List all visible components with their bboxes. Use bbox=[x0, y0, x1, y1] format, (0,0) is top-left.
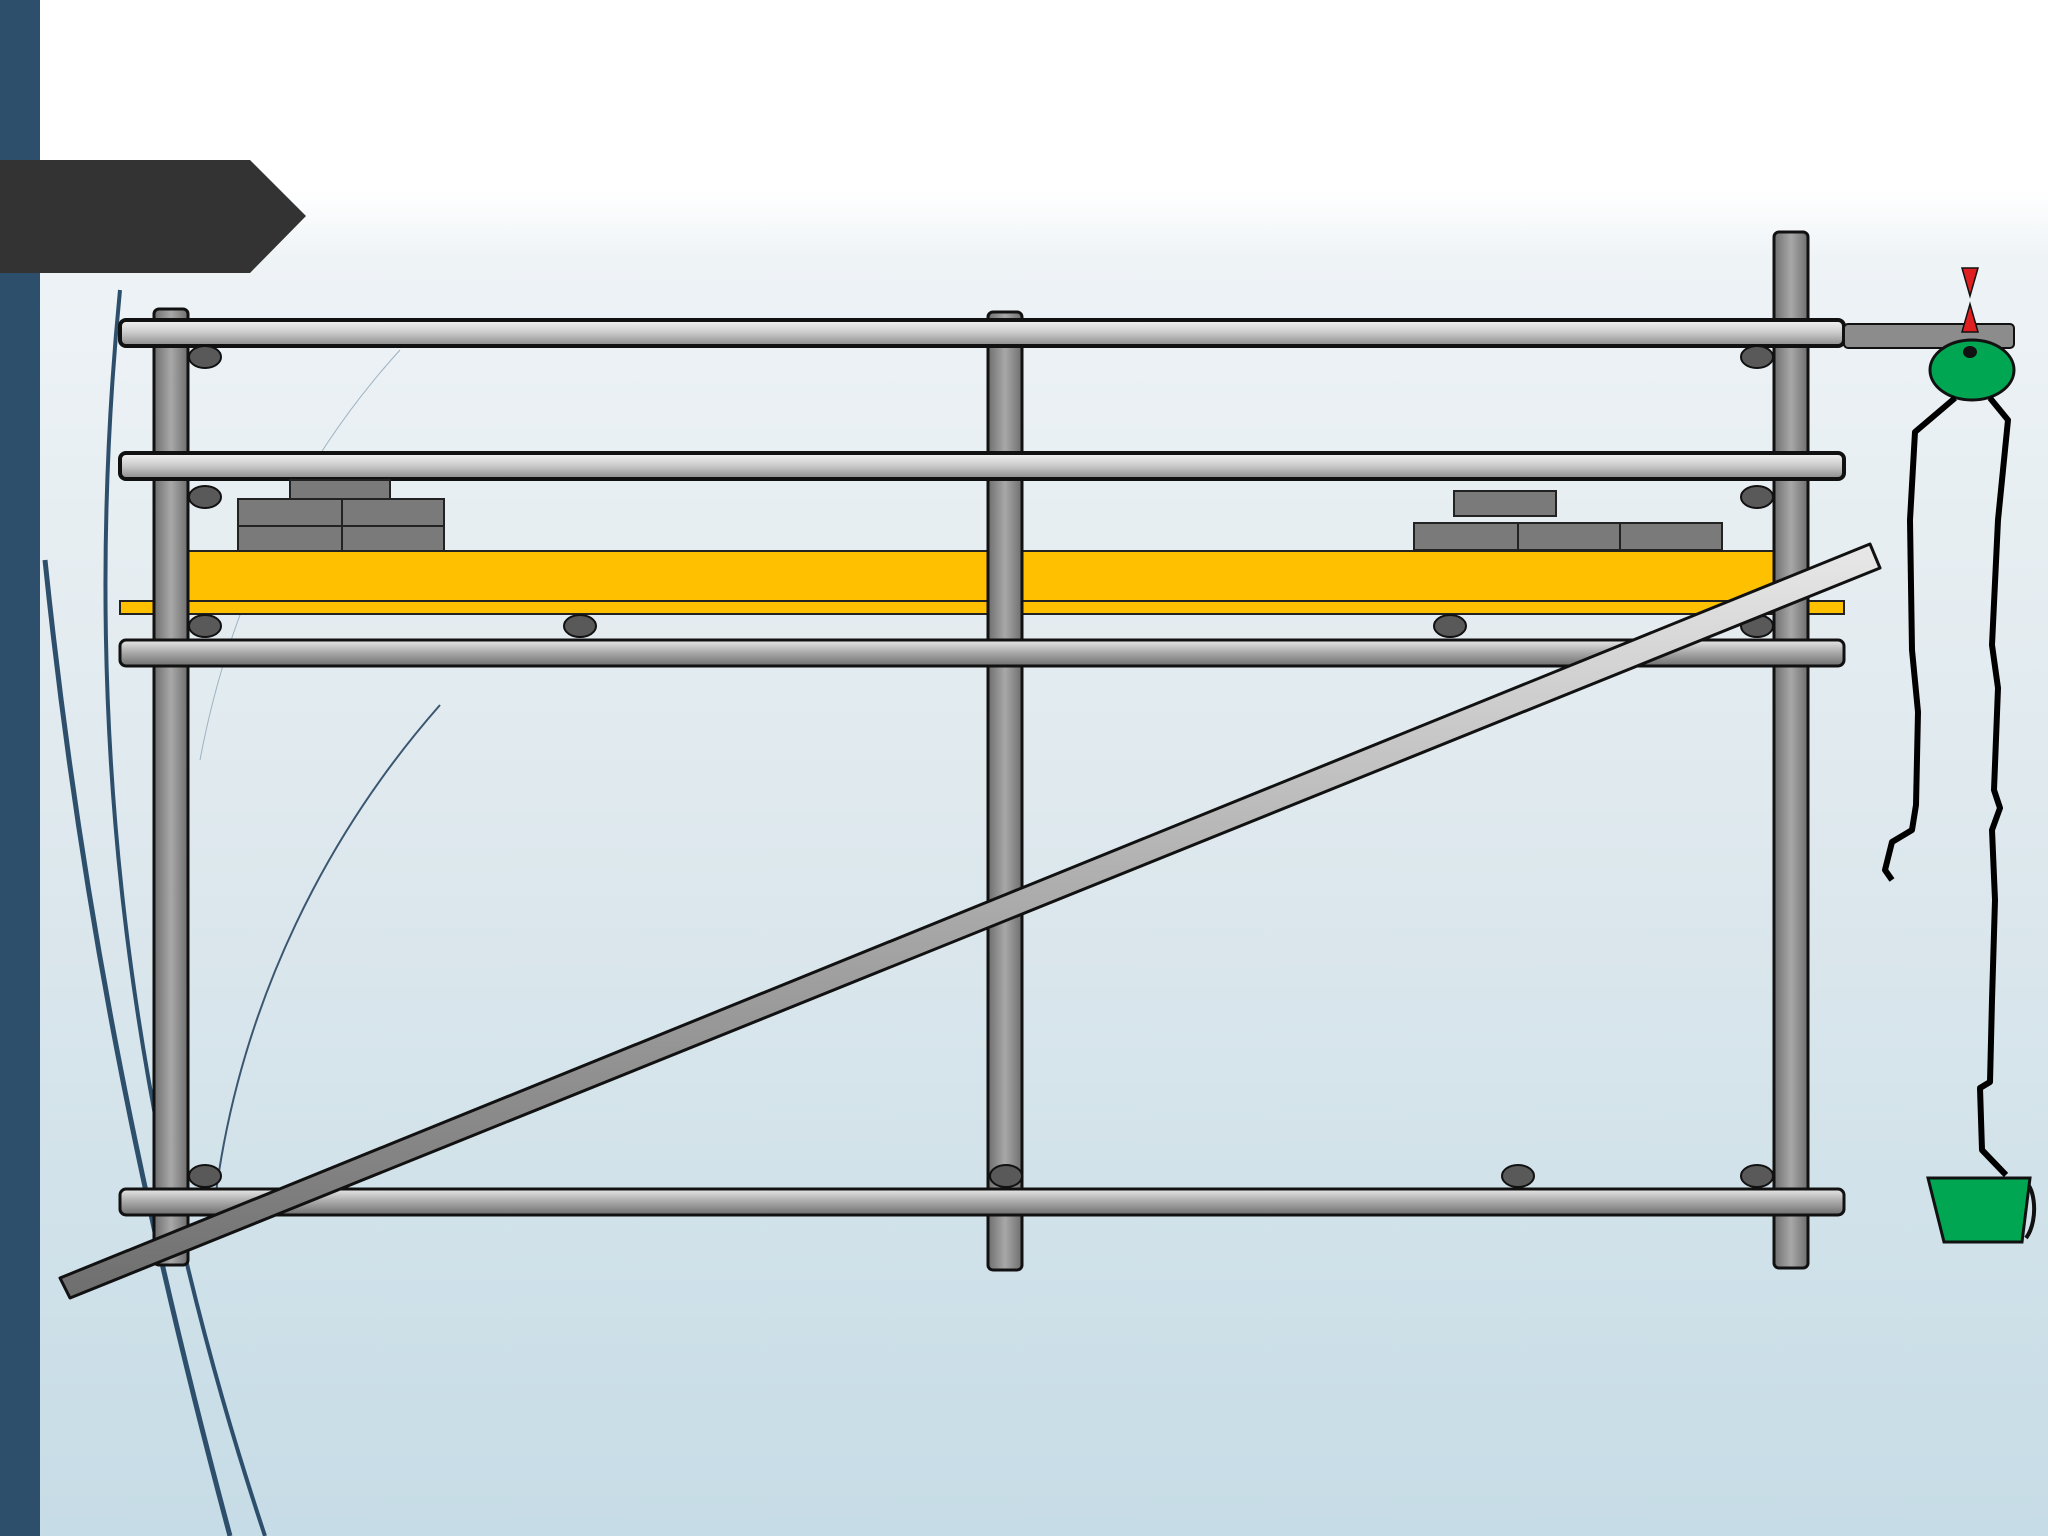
brick bbox=[1413, 522, 1519, 551]
pulley-wheel bbox=[1928, 338, 2016, 402]
putlog-coupler bbox=[1433, 614, 1467, 638]
brick bbox=[1619, 522, 1723, 551]
background-swoosh-lines bbox=[42, 289, 441, 1536]
rope bbox=[1882, 395, 2011, 1178]
wall-plank bbox=[187, 550, 1777, 602]
brick bbox=[341, 525, 445, 552]
hook-icon-lower bbox=[1961, 301, 1979, 333]
brick bbox=[237, 525, 343, 552]
brick bbox=[1453, 490, 1557, 517]
brick bbox=[237, 498, 343, 527]
slide-title-banner bbox=[0, 160, 306, 273]
scaffold-tube-standard-right bbox=[1772, 230, 1810, 1270]
putlog-coupler bbox=[188, 614, 222, 638]
scaffold-standards bbox=[152, 230, 1810, 1272]
scaffold-tube-standard-left bbox=[152, 307, 190, 1267]
scaffold-tube-ledger-bottom bbox=[118, 1187, 1846, 1217]
scaffold-tube-mid-rail bbox=[118, 451, 1846, 481]
plank-ledge bbox=[119, 600, 1845, 615]
putlog-couplers bbox=[188, 345, 1774, 1188]
putlog-coupler bbox=[1740, 345, 1774, 369]
bucket-icon bbox=[1926, 1176, 2037, 1244]
putlog-coupler bbox=[989, 1164, 1023, 1188]
putlog-coupler bbox=[188, 1164, 222, 1188]
brick bbox=[289, 479, 391, 500]
scaffold-tube-diagonal-brace bbox=[58, 542, 1882, 1300]
scaffold-tube-ledger-upper bbox=[118, 638, 1846, 668]
hook-icon bbox=[1961, 267, 1979, 299]
putlog-coupler bbox=[188, 345, 222, 369]
brick bbox=[1517, 522, 1621, 551]
putlog-coupler bbox=[563, 614, 597, 638]
scaffold-tube-top-rail bbox=[118, 318, 1846, 348]
putlog-coupler bbox=[1740, 485, 1774, 509]
brick bbox=[341, 498, 445, 527]
putlog-coupler bbox=[188, 485, 222, 509]
putlog-coupler bbox=[1501, 1164, 1535, 1188]
brick-stack-right bbox=[1413, 490, 1723, 551]
putlog-coupler bbox=[1740, 1164, 1774, 1188]
brick-stack-left bbox=[237, 479, 445, 552]
pulley-axle bbox=[1963, 346, 1977, 358]
scaffold-tube-standard-middle bbox=[986, 310, 1024, 1272]
